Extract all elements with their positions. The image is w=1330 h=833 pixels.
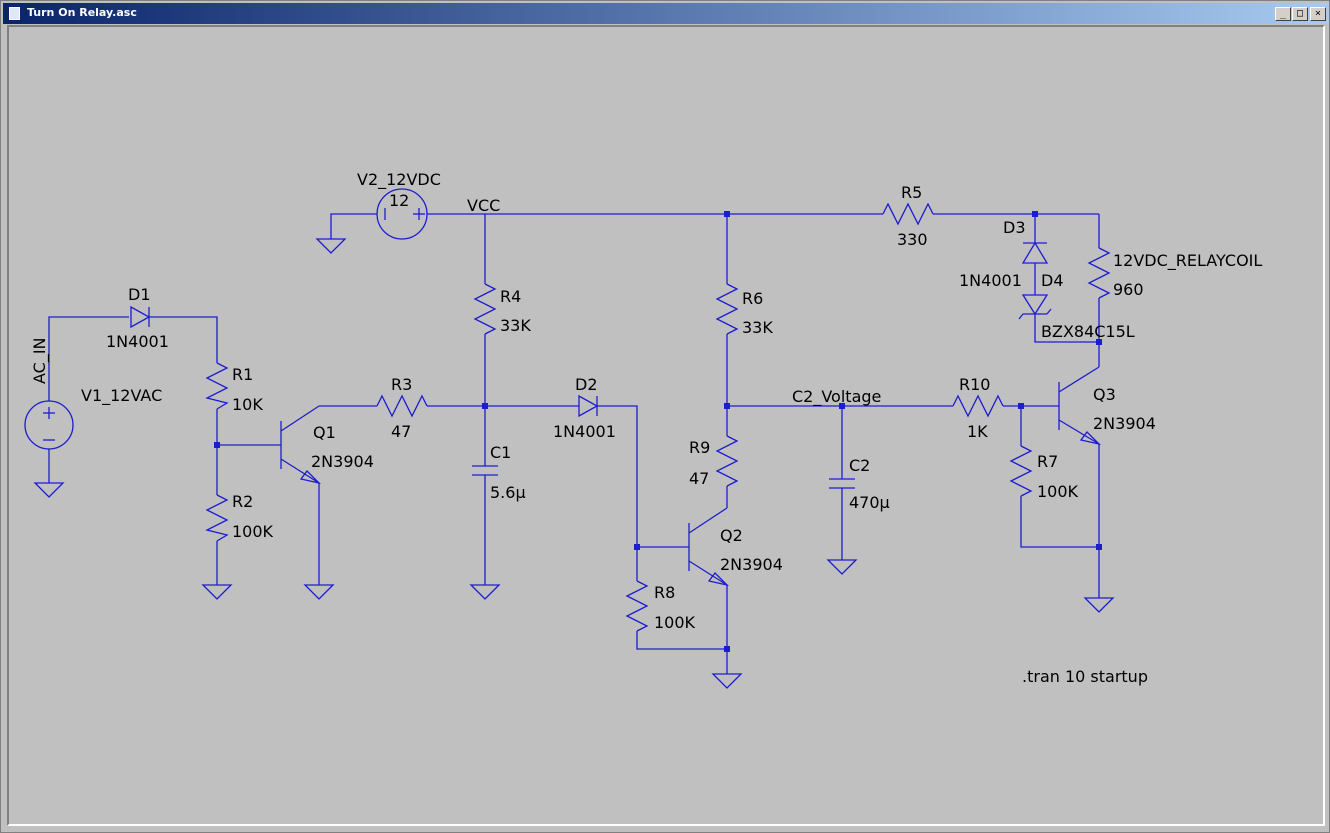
v2-wiring (330, 213, 485, 239)
junction-dot (724, 646, 730, 652)
relay-coil-value-label: 960 (1113, 280, 1144, 299)
ac-in-net-label: AC_IN (30, 337, 50, 384)
resistor-r5[interactable] (882, 202, 1099, 226)
close-button[interactable]: × (1310, 7, 1326, 21)
resistor-r2[interactable] (205, 494, 229, 585)
resistor-r9[interactable] (715, 406, 739, 508)
transistor-q3[interactable] (1058, 342, 1102, 598)
window-title: Turn On Relay.asc (27, 6, 137, 19)
r1-value-label: 10K (232, 395, 263, 414)
spice-directive[interactable]: .tran 10 startup (1022, 667, 1148, 686)
d4-name-label: D4 (1041, 271, 1064, 290)
d4-value-label: BZX84C15L (1041, 322, 1135, 341)
d3-value-label: 1N4001 (959, 271, 1022, 290)
q2-value-label: 2N3904 (720, 555, 783, 574)
v1-ac-source[interactable] (24, 400, 74, 450)
schematic-drawing[interactable]: V2_12VDC 12 VCC AC_IN V1_12VAC D1 1N4001… (9, 27, 1323, 824)
resistor-r1[interactable] (205, 362, 229, 495)
c2-value-label: 470µ (849, 493, 890, 512)
ground-symbol (201, 584, 233, 600)
resistor-r4[interactable] (473, 214, 497, 406)
relay-coil[interactable] (1087, 214, 1111, 342)
resistor-r3[interactable] (376, 394, 485, 418)
ground-symbol (315, 238, 347, 254)
r7-value-label: 100K (1037, 482, 1079, 501)
r10-value-label: 1K (967, 422, 988, 441)
c2-voltage-net-label: C2_Voltage (792, 387, 881, 407)
d3-name-label: D3 (1003, 218, 1026, 237)
v2-value-label: 12 (389, 191, 409, 210)
c1-name-label: C1 (490, 443, 511, 462)
ground-symbol (826, 559, 858, 575)
zener-diode-d4[interactable] (1018, 294, 1099, 343)
r7-name-label: R7 (1037, 452, 1058, 471)
r3-name-label: R3 (391, 375, 412, 394)
r10-name-label: R10 (959, 375, 990, 394)
r2-value-label: 100K (232, 522, 274, 541)
resistor-r10[interactable] (952, 394, 1059, 418)
q3-name-label: Q3 (1093, 385, 1116, 404)
r9-name-label: R9 (689, 438, 710, 457)
v2-name-label: V2_12VDC (357, 170, 441, 190)
r3-value-label: 47 (391, 422, 411, 441)
r5-name-label: R5 (901, 183, 922, 202)
resistor-r6[interactable] (715, 214, 739, 406)
r4-value-label: 33K (500, 316, 531, 335)
vcc-net-label: VCC (467, 196, 500, 215)
q2-name-label: Q2 (720, 526, 743, 545)
diode-d1[interactable] (130, 305, 218, 363)
r8-name-label: R8 (654, 583, 675, 602)
r2-name-label: R2 (232, 492, 253, 511)
d2-value-label: 1N4001 (553, 422, 616, 441)
r4-name-label: R4 (500, 287, 521, 306)
resistor-r8[interactable] (625, 547, 727, 650)
schematic-file-icon[interactable] (9, 7, 20, 20)
c2-name-label: C2 (849, 456, 870, 475)
r1-name-label: R1 (232, 365, 253, 384)
ground-symbol (469, 584, 501, 600)
ground-symbol (1083, 597, 1115, 613)
ground-symbol (303, 584, 335, 600)
r9-value-label: 47 (689, 469, 709, 488)
r6-value-label: 33K (742, 318, 773, 337)
transistor-q1[interactable] (280, 405, 377, 585)
q1-value-label: 2N3904 (311, 452, 374, 471)
r5-value-label: 330 (897, 230, 928, 249)
schematic-canvas[interactable]: V2_12VDC 12 VCC AC_IN V1_12VAC D1 1N4001… (7, 25, 1325, 826)
q1-name-label: Q1 (313, 423, 336, 442)
d1-name-label: D1 (128, 285, 151, 304)
minimize-button[interactable]: _ (1275, 7, 1291, 21)
title-bar[interactable]: Turn On Relay.asc _ □ × (3, 3, 1329, 24)
ground-symbol (33, 482, 65, 498)
d1-value-label: 1N4001 (106, 332, 169, 351)
d2-name-label: D2 (575, 375, 598, 394)
r6-name-label: R6 (742, 289, 763, 308)
capacitor-c1[interactable] (472, 406, 498, 585)
transistor-q2[interactable] (688, 507, 730, 674)
v1-name-label: V1_12VAC (81, 386, 162, 406)
diode-d2[interactable] (485, 394, 638, 547)
c1-value-label: 5.6µ (490, 483, 526, 502)
ground-symbol (711, 673, 743, 689)
ac-in-wiring (48, 316, 129, 483)
capacitor-c2[interactable] (829, 406, 855, 560)
r8-value-label: 100K (654, 613, 696, 632)
maximize-button[interactable]: □ (1292, 7, 1308, 21)
q3-value-label: 2N3904 (1093, 414, 1156, 433)
resistor-r7[interactable] (1009, 406, 1099, 548)
junction-dot (724, 211, 730, 217)
relay-coil-name-label: 12VDC_RELAYCOIL (1113, 251, 1262, 271)
diode-d3[interactable] (1021, 214, 1049, 295)
